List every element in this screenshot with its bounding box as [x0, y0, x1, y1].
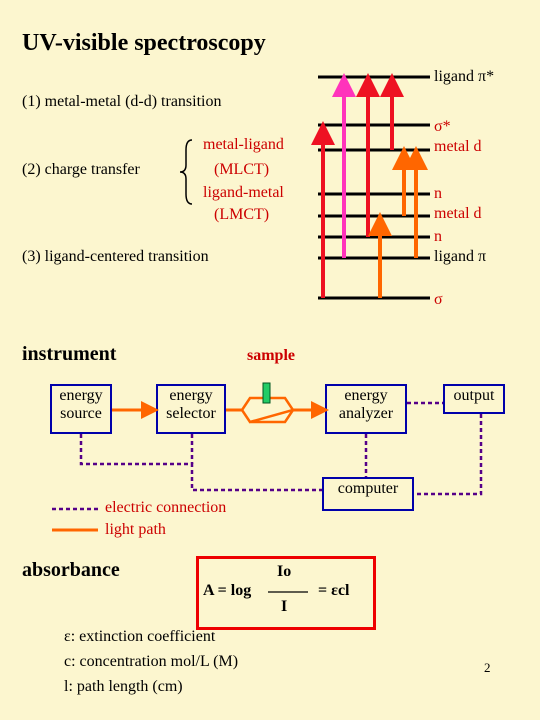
- energy-analyzer-line1: energy: [344, 387, 388, 404]
- energy-source-box: energy source: [50, 384, 112, 434]
- mlct-label-line2: (MLCT): [214, 161, 270, 178]
- energy-analyzer-line2: analyzer: [338, 405, 394, 422]
- level-sigma-star: σ*: [434, 118, 451, 135]
- level-metal-d-upper: metal d: [434, 138, 482, 155]
- def-extinction-coefficient: ε: extinction coefficient: [64, 628, 216, 645]
- output-label: output: [453, 387, 495, 404]
- brace-icon: [179, 139, 193, 205]
- energy-source-line1: energy: [59, 387, 103, 404]
- transition-dd-label: (1) metal-metal (d-d) transition: [22, 93, 222, 110]
- light-path-split: [240, 396, 295, 424]
- electric-output-computer: [414, 414, 483, 496]
- def-concentration: c: concentration mol/L (M): [64, 653, 239, 670]
- computer-box: computer: [322, 477, 414, 511]
- transition-charge-transfer-label: (2) charge transfer: [22, 161, 140, 178]
- def-path-length: l: path length (cm): [64, 678, 183, 695]
- transition-ligand-centered-label: (3) ligand-centered transition: [22, 248, 209, 265]
- instrument-heading: instrument: [22, 343, 117, 365]
- energy-selector-line2: selector: [166, 405, 216, 422]
- level-metal-d-lower: metal d: [434, 205, 482, 222]
- energy-source-line2: source: [60, 405, 102, 422]
- level-ligand-pi: ligand π: [434, 248, 487, 265]
- mlct-label-line1: metal-ligand: [203, 136, 284, 153]
- sample-cell-icon: [262, 382, 271, 404]
- level-n-lower: n: [434, 228, 442, 245]
- lmct-label-line1: ligand-metal: [203, 184, 284, 201]
- level-ligand-pi-star: ligand π*: [434, 68, 495, 85]
- legend-electric-label: electric connection: [105, 499, 227, 516]
- energy-selector-line1: energy: [169, 387, 213, 404]
- page-title: UV-visible spectroscopy: [22, 30, 266, 56]
- output-box: output: [443, 384, 505, 414]
- sample-label: sample: [247, 347, 295, 364]
- absorbance-formula-box: [196, 556, 376, 630]
- formula-lhs: A = log: [203, 582, 252, 599]
- computer-label: computer: [337, 480, 399, 497]
- electric-source-computer: [79, 434, 322, 492]
- page-number: 2: [484, 660, 491, 675]
- absorbance-heading: absorbance: [22, 559, 120, 581]
- formula-rhs: = εcl: [318, 582, 350, 599]
- formula-numerator: Io: [277, 563, 292, 580]
- legend-light-label: light path: [105, 521, 166, 538]
- level-sigma: σ: [434, 291, 443, 308]
- level-n-upper: n: [434, 185, 442, 202]
- formula-denominator: I: [281, 598, 288, 615]
- lmct-label-line2: (LMCT): [214, 206, 270, 223]
